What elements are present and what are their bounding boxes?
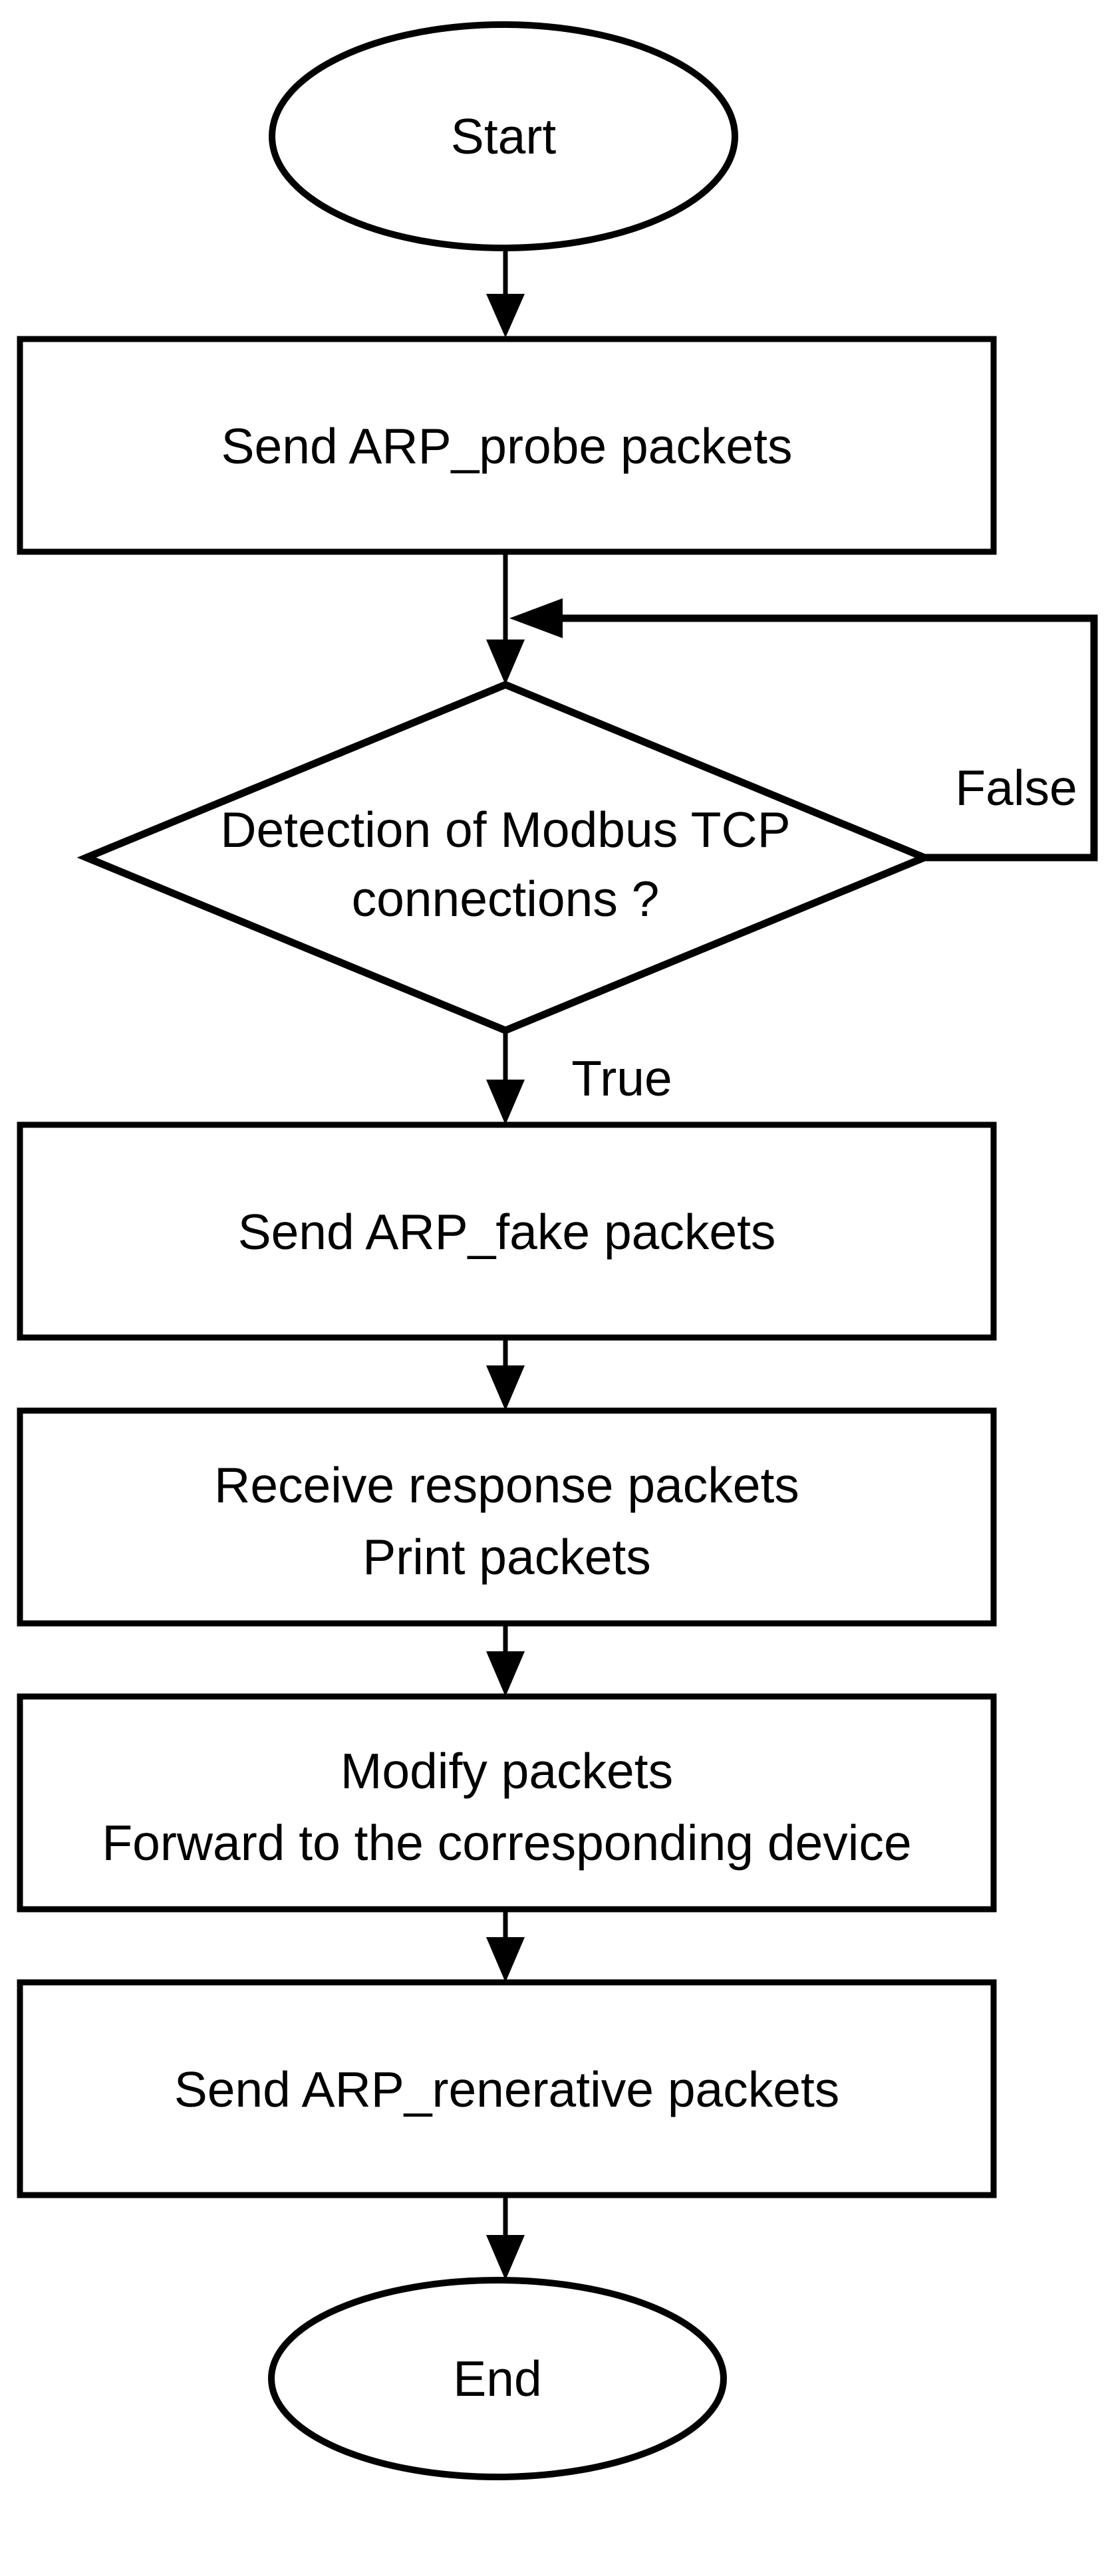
start-node: Start [269,21,738,251]
arrowhead-down-icon [486,1365,525,1411]
process-receive-print: Receive response packets Print packets [17,1407,997,1627]
arrow-receive-to-modify [486,1623,525,1697]
false-loop-line [560,614,1098,862]
arrow-decision-to-fake: True [486,1030,672,1125]
end-label: End [453,2351,541,2406]
process-label-line1: Receive response packets [214,1457,799,1513]
end-node: End [268,2277,727,2480]
false-branch-label: False [955,760,1077,816]
process-box [17,1121,997,1341]
process-box [17,1407,997,1627]
process-label: Send ARP_fake packets [238,1204,776,1260]
arrow-fake-to-receive [486,1338,525,1411]
decision-diamond [76,681,934,1034]
process-label: Send ARP_renerative packets [174,2061,840,2117]
arrowhead-down-icon [486,2235,525,2280]
arrowhead-down-icon [486,294,525,338]
process-label-line1: Modify packets [341,1743,673,1799]
process-modify-forward: Modify packets Forward to the correspond… [17,1693,997,1913]
arrow-start-to-probe [486,248,525,338]
arrowhead-down-icon [486,1651,525,1697]
process-label: Send ARP_probe packets [221,418,793,474]
process-box [17,336,997,555]
arrow-modify-to-renerative [486,1909,525,1982]
process-box [17,1693,997,1913]
arrow-probe-to-decision [486,552,525,685]
arrowhead-down-icon [486,640,525,685]
process-label-line2: Forward to the corresponding device [102,1815,911,1871]
decision-detect-modbus: Detection of Modbus TCP connections ? [76,681,934,1034]
end-ellipse [268,2277,727,2480]
decision-label-line2: connections ? [352,871,660,927]
process-send-arp-fake: Send ARP_fake packets [17,1121,997,1341]
false-loop-edge: False [509,598,1098,862]
process-send-arp-renerative: Send ARP_renerative packets [17,1979,997,2198]
arrowhead-down-icon [486,1937,525,1982]
decision-label-line1: Detection of Modbus TCP [220,802,790,858]
arrowhead-left-icon [509,598,563,638]
true-branch-label: True [571,1050,672,1106]
process-label-line2: Print packets [362,1529,651,1585]
process-send-arp-probe: Send ARP_probe packets [17,336,997,555]
start-label: Start [451,108,557,164]
arrowhead-down-icon [486,1080,525,1125]
process-box [17,1979,997,2198]
arrow-renerative-to-end [486,2195,525,2280]
